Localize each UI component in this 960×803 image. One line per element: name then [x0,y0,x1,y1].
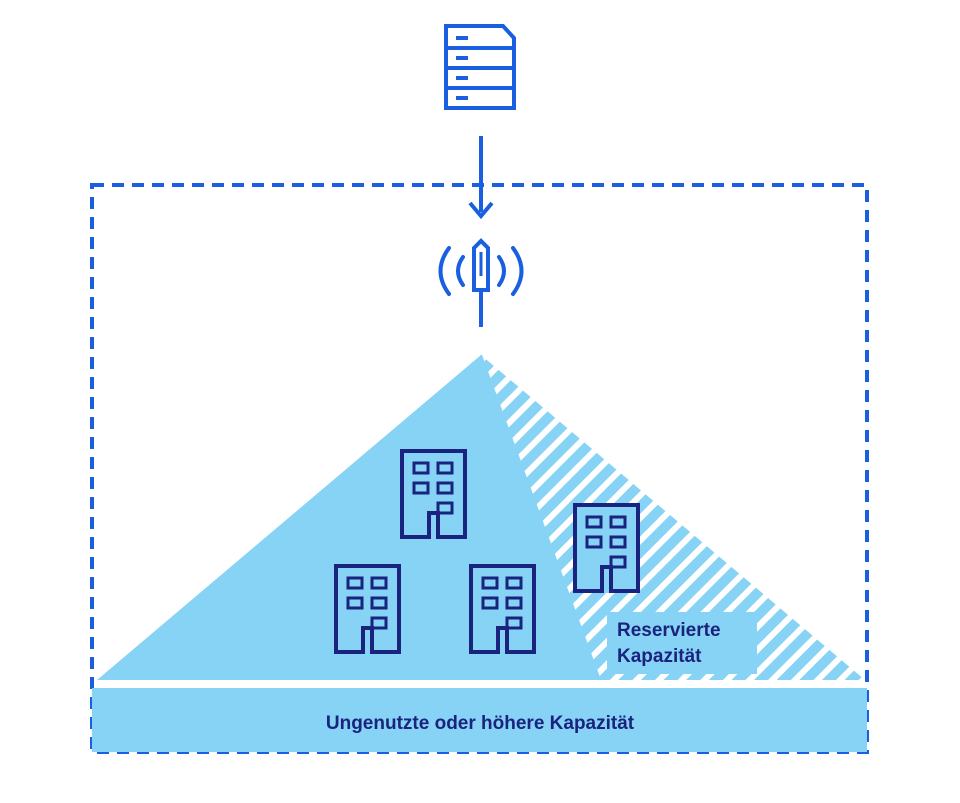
server-icon [444,24,516,110]
unused-capacity-label: Ungenutzte oder höhere Kapazität [326,713,635,734]
building-icon [573,503,640,593]
coverage-area [97,355,600,680]
unused-capacity-bar [92,688,867,752]
building-icon [334,564,401,654]
reserved-label-box [607,612,757,674]
antenna-icon [438,238,524,327]
arrow-down-icon [468,136,494,220]
building-icon [469,564,536,654]
reserved-capacity-area [481,355,865,680]
reserved-capacity-label-line1: Reservierte [617,620,721,641]
building-icon [400,449,467,539]
reserved-capacity-label-line2: Kapazität [617,646,702,667]
